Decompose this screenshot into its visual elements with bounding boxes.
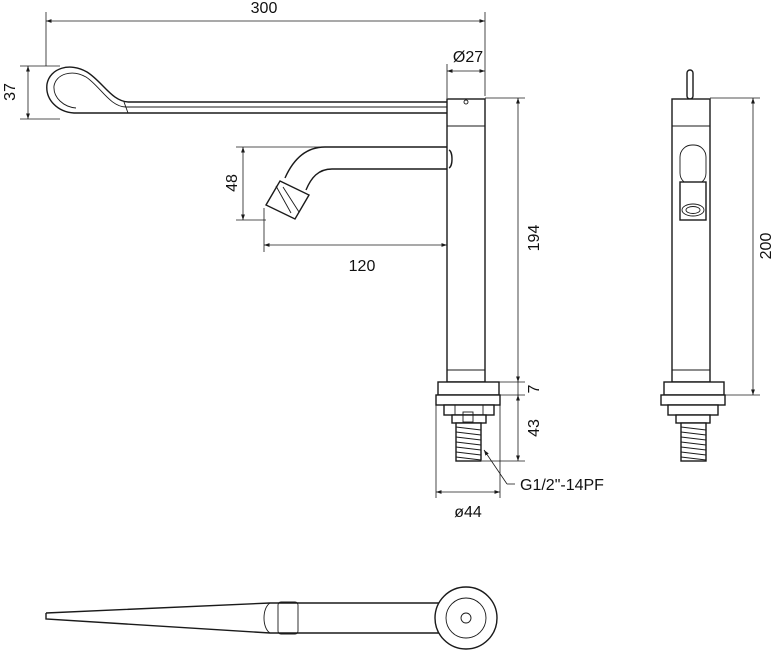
top-view <box>45 586 498 650</box>
threaded-shank <box>455 422 482 462</box>
dim-lever-height: 37 <box>2 83 19 101</box>
dim-base-diameter: ø44 <box>454 504 482 521</box>
dim-body-diameter: Ø27 <box>453 49 483 66</box>
front-view <box>46 66 501 462</box>
dim-side-height: 200 <box>758 233 775 260</box>
mounting-base <box>435 381 501 424</box>
dim-spout-reach: 120 <box>349 258 376 275</box>
dim-overall-length: 300 <box>251 0 278 17</box>
thread-spec-label: G1/2"-14PF <box>520 477 604 494</box>
dimension-lines <box>20 12 760 498</box>
spout <box>265 146 453 220</box>
faucet-body <box>446 98 486 383</box>
dim-base-thickness: 7 <box>526 384 543 393</box>
side-view <box>660 69 726 462</box>
dim-thread-length: 43 <box>526 419 543 437</box>
lever-handle <box>46 66 447 114</box>
dim-spout-drop: 48 <box>224 174 241 192</box>
dim-body-height: 194 <box>526 225 543 252</box>
